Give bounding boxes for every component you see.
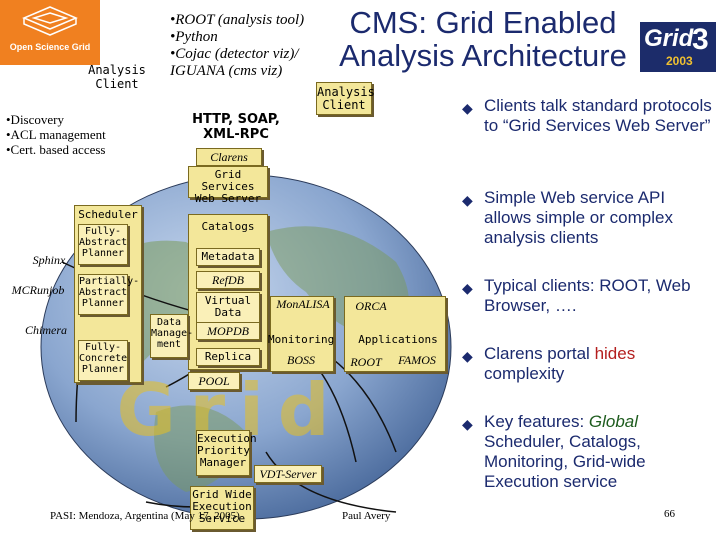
- bullet-item: ◆ Clients talk standard protocols to “Gr…: [462, 96, 712, 136]
- grid-logo-digit: 3: [692, 23, 709, 56]
- footer-center: Paul Avery: [342, 510, 391, 522]
- bullet-item: ◆ Typical clients: ROOT, Web Browser, ….: [462, 276, 712, 316]
- scheduler-label: Scheduler: [78, 208, 138, 221]
- fully-abstract-planner-box: Fully-Abstract Planner: [78, 224, 128, 265]
- bullet-text-post: Scheduler, Catalogs, Monitoring, Grid-wi…: [484, 432, 646, 491]
- metadata-box: Metadata: [196, 248, 260, 266]
- replica-box: Replica: [196, 348, 260, 366]
- bullet-text: Typical clients: ROOT, Web Browser, ….: [484, 276, 691, 315]
- mopdb-box: MOPDB: [196, 322, 260, 340]
- bullet-text-post: complexity: [484, 364, 565, 383]
- page-number: 66: [664, 508, 675, 520]
- bullet-diamond-icon: ◆: [462, 280, 473, 296]
- analysis-client-left: Analysis Client: [88, 63, 146, 91]
- analysis-client-right: Analysis Client: [316, 82, 375, 115]
- data-management-box: Data Manage-ment: [150, 314, 193, 358]
- bullet-diamond-icon: ◆: [462, 348, 473, 364]
- tools-list: •ROOT (analysis tool) •Python •Cojac (de…: [170, 12, 330, 80]
- execution-priority-manager-box: Execution Priority Manager: [196, 430, 257, 476]
- boss-label: BOSS: [287, 353, 315, 367]
- tools-item: •Python: [170, 29, 218, 45]
- grid2003-logo: Grid 3 2003: [640, 22, 716, 72]
- bullet-text-pre: Clarens portal: [484, 344, 595, 363]
- footer-left: PASI: Mendoza, Argentina (May 17, 2005): [50, 510, 240, 522]
- grid-logo-word: Grid: [644, 25, 694, 52]
- bullet-text: Key features: Global Scheduler, Catalogs…: [462, 412, 712, 492]
- bullet-item: ◆ Simple Web service API allows simple o…: [462, 188, 712, 248]
- security-list: •Discovery •ACL management •Cert. based …: [6, 112, 156, 157]
- page-title: CMS: Grid Enabled Analysis Architecture: [339, 5, 627, 73]
- bullet-highlight: Global: [588, 412, 639, 431]
- orca-label: ORCA: [355, 299, 387, 313]
- catalogs-label: Catalogs: [201, 220, 255, 233]
- grid-services-web-server-box: Grid Services Web Server: [188, 166, 268, 205]
- mcrunjob-label: MCRunjob: [11, 283, 65, 297]
- monitoring-box: [270, 296, 334, 372]
- tools-item: •Cojac (detector viz)/: [170, 46, 299, 62]
- bullet-diamond-icon: ◆: [462, 192, 473, 208]
- partially-abstract-planner-box: Partially-Abstract Planner: [78, 274, 139, 315]
- grid-wide-execution-service-box: Grid Wide Execution Service: [190, 486, 254, 530]
- security-item: •Cert. based access: [6, 142, 106, 157]
- monalisa-label: MonALISA: [276, 297, 330, 311]
- bullet-diamond-icon: ◆: [462, 416, 473, 432]
- bullet-diamond-icon: ◆: [462, 100, 473, 116]
- root-label: ROOT: [350, 355, 382, 369]
- osg-cube-icon: [22, 6, 78, 36]
- tools-item: •ROOT (analysis tool): [170, 12, 305, 28]
- bullet-text: Clients talk standard protocols to “Grid…: [484, 96, 712, 135]
- famos-label: FAMOS: [398, 353, 436, 367]
- pool-box: POOL: [188, 372, 240, 390]
- clarens-box: Clarens: [196, 148, 262, 166]
- bullet-text-pre: Key features:: [484, 412, 589, 431]
- bullet-highlight: hides: [594, 344, 636, 363]
- bullet-item: ◆ Clarens portal hides complexity: [462, 344, 712, 384]
- osg-logo: Open Science Grid: [0, 0, 100, 65]
- fully-concrete-planner-box: Fully-Concrete Planner: [78, 340, 128, 381]
- security-item: •Discovery: [6, 112, 64, 127]
- monitoring-label: Monitoring: [268, 333, 335, 346]
- vdt-server-box: VDT-Server: [254, 465, 322, 483]
- refdb-box: RefDB: [196, 271, 260, 289]
- security-item: •ACL management: [6, 127, 106, 142]
- bullet-text: Clarens portal hides complexity: [462, 344, 712, 384]
- tools-item: IGUANA (cms viz): [170, 63, 283, 79]
- virtual-data-box: Virtual Data: [196, 292, 260, 324]
- applications-box: [344, 296, 446, 372]
- applications-label: Applications: [358, 333, 438, 346]
- sphinx-label: Sphinx: [32, 253, 66, 267]
- grid-logo-year: 2003: [666, 54, 693, 68]
- osg-logo-text: Open Science Grid: [9, 42, 91, 52]
- bullet-text: Simple Web service API allows simple or …: [484, 188, 673, 247]
- protocol-label: HTTP, SOAP, XML-RPC: [192, 112, 280, 142]
- chimera-label: Chimera: [25, 323, 67, 337]
- bullet-item: ◆ Key features: Global Scheduler, Catalo…: [462, 412, 712, 492]
